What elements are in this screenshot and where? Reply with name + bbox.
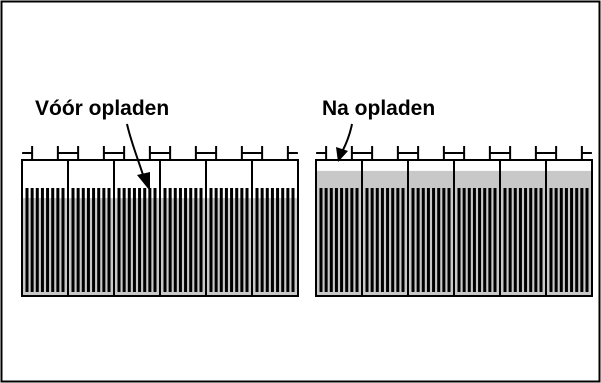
cell-dividers xyxy=(67,160,253,296)
battery-before-charging xyxy=(21,146,299,297)
plates xyxy=(25,188,295,292)
label-after-charging: Na opladen xyxy=(322,97,436,120)
plates xyxy=(319,188,589,292)
arrow-after xyxy=(342,123,353,151)
cell-dividers xyxy=(361,160,547,296)
battery-after-charging xyxy=(315,146,593,297)
label-before-charging: Vóór opladen xyxy=(35,97,170,120)
cell-terminals xyxy=(316,146,592,160)
battery-case xyxy=(21,159,299,297)
arrow-before-head xyxy=(137,172,150,191)
battery-case xyxy=(315,159,593,297)
arrow-after-head xyxy=(336,147,348,162)
arrow-before xyxy=(126,123,145,179)
cell-terminals xyxy=(22,146,298,160)
